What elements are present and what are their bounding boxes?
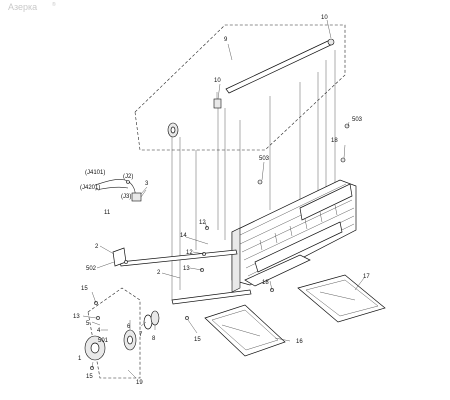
callout-3: 3 bbox=[145, 181, 149, 187]
watermark-text: Азерка bbox=[8, 2, 37, 12]
label-j4201: (J4201) bbox=[80, 185, 100, 191]
callout-9: 9 bbox=[224, 37, 228, 43]
callout-16: 16 bbox=[296, 339, 303, 345]
roller-bushing-left bbox=[213, 92, 222, 109]
drive-motor bbox=[84, 335, 106, 361]
callout-labels: 10 9 10 503 18 503 3 (J4101) (J2) (J4201… bbox=[73, 15, 370, 386]
label-j3: (J3) bbox=[121, 194, 131, 200]
callout-12-lower: 12 bbox=[186, 250, 193, 256]
assembly-leader-lines bbox=[171, 50, 336, 300]
callout-7: 7 bbox=[139, 332, 143, 338]
callout-11: 11 bbox=[104, 210, 111, 216]
callout-6: 6 bbox=[127, 324, 131, 330]
callout-5: 5 bbox=[86, 321, 90, 327]
callout-2-lower: 2 bbox=[157, 270, 161, 276]
callout-10-left: 10 bbox=[214, 78, 221, 84]
callout-8: 8 bbox=[152, 336, 156, 342]
callout-12-upper: 12 bbox=[199, 220, 206, 226]
roller-assembly-dashed-outline bbox=[134, 24, 346, 151]
callout-15-upper: 15 bbox=[81, 286, 88, 292]
callout-17: 17 bbox=[363, 274, 370, 280]
drive-collar-ring bbox=[143, 310, 160, 330]
callout-501: 501 bbox=[98, 338, 109, 344]
callout-19: 19 bbox=[136, 380, 143, 386]
callout-2-upper: 2 bbox=[95, 244, 99, 250]
main-frame-assembly bbox=[231, 179, 357, 293]
sensor-part bbox=[131, 189, 147, 202]
label-j4101: (J4101) bbox=[85, 170, 105, 176]
cable-harness bbox=[94, 179, 136, 197]
callout-1: 1 bbox=[78, 356, 82, 362]
callout-leaders bbox=[82, 19, 365, 379]
callout-502: 502 bbox=[86, 266, 97, 272]
roller-gear bbox=[167, 122, 179, 138]
label-j2: (J2) bbox=[123, 174, 133, 180]
callout-10-top: 10 bbox=[321, 15, 328, 21]
paper-guide-tray-right bbox=[297, 274, 386, 323]
upper-roller-shaft bbox=[225, 38, 335, 94]
callout-13-left: 13 bbox=[73, 314, 80, 320]
paper-guide-tray-left bbox=[204, 304, 286, 357]
callout-4: 4 bbox=[97, 328, 101, 334]
callout-503-center: 503 bbox=[259, 156, 270, 162]
drive-assembly-dashed-outline bbox=[87, 287, 141, 379]
watermark-registered-mark: ® bbox=[52, 1, 56, 8]
callout-18-lower: 18 bbox=[262, 280, 269, 286]
callout-14: 14 bbox=[180, 233, 187, 239]
drive-gear-large bbox=[123, 329, 137, 351]
callout-503-right: 503 bbox=[352, 117, 363, 123]
callout-15-lower: 15 bbox=[86, 374, 93, 380]
callout-13-right: 13 bbox=[183, 266, 190, 272]
callout-18-top: 18 bbox=[331, 138, 338, 144]
lower-guide-rod bbox=[119, 249, 252, 305]
callout-15-middle: 15 bbox=[194, 337, 201, 343]
